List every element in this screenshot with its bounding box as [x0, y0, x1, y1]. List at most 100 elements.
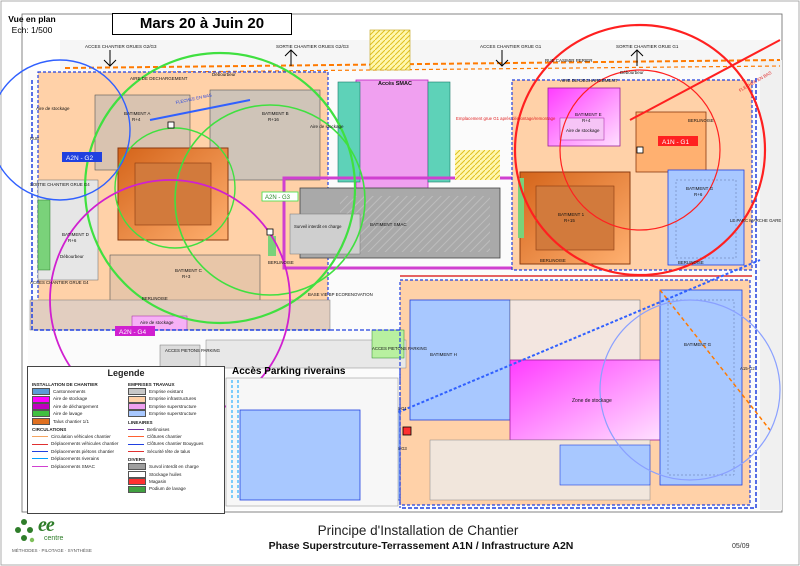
legend-swatch: [128, 451, 144, 453]
legend-item: Déplacements véhicules chantier: [32, 440, 124, 447]
label-debourbeur-north: Débourbeur: [212, 72, 236, 77]
label-sortie-chantier-g1: SORTIE CHANTIER GRUE G1: [616, 44, 679, 49]
legend-swatch: [32, 395, 50, 403]
label-acces-chantier-grues: ACCES CHANTIER GRUES G2/G3: [85, 44, 157, 49]
west-lower-strip: [29, 299, 331, 331]
view-label: Vue en plan: [8, 14, 56, 24]
legend-item-label: Berlinoises: [147, 426, 170, 432]
legend-swatch: [32, 436, 48, 438]
footer-subtitle: Phase Superstrcuture-Terrassement A1N / …: [268, 540, 574, 552]
parking-riverains-title: Accès Parking riverains: [232, 366, 346, 377]
label-sortie-g4: SORTIE CHANTIER GRUE G4: [30, 182, 90, 187]
label-batiment-a-level: R+4: [132, 117, 141, 122]
legend-item-label: Cantonnements: [53, 389, 86, 394]
legend-item: Aire de stockage: [32, 395, 124, 403]
south-east-grid: [667, 299, 735, 476]
legend-item: Talus chantier 1/1: [32, 417, 124, 425]
legend-swatch: [32, 410, 50, 418]
plan-view-header: Vue en plan Ech: 1/500: [8, 14, 56, 36]
label-crane-g3: A2N - G3: [265, 195, 291, 201]
fence-east: [400, 78, 757, 509]
legend-item-label: Emprise superstructure: [149, 411, 197, 417]
legend-item-label: Sécurité tête de talus: [147, 448, 191, 454]
label-batiment-c: BATIMENT C: [175, 268, 203, 273]
label-acces-pietons-west: ACCES PIETONS PARKING: [165, 348, 221, 353]
legend-item: Déplacements riverains: [32, 455, 124, 462]
green-wash-bay-west: [37, 199, 51, 271]
legend-item-label: Déplacements SMAC: [51, 463, 95, 469]
legend-item: Déplacements SMAC: [32, 463, 124, 470]
legend-item: Emprise superstructure: [128, 410, 222, 418]
label-berlinoise-south: BERLINOISE: [678, 260, 704, 265]
zone-stockage: [509, 359, 661, 441]
legend-item: Podium de lavage: [128, 485, 222, 493]
label-zone-stockage: Zone de stockage: [572, 398, 612, 404]
crane-boom-west: [149, 99, 251, 121]
legend-item-label: Emprise infrastructures: [149, 396, 197, 402]
legend-title: Legende: [107, 368, 145, 378]
legend-heading-emprises: EMPRISES TRAVAUX: [128, 382, 175, 387]
logo-subtitle: centre: [44, 535, 64, 542]
legend-item-label: Clôtures chantier: [147, 433, 182, 439]
legend-heading-installation: INSTALLATION DE CHANTIER: [32, 382, 98, 387]
label-acces-pietons-central: ACCES PIETONS PARKING: [372, 346, 428, 351]
legend-item: Emprise existant: [128, 388, 222, 396]
legend-swatch: [32, 458, 48, 460]
crane-boom-south: [379, 259, 761, 421]
crane-g2-inner: [114, 127, 236, 249]
label-acces-chantier-g1: ACCES CHANTIER GRUE G1: [480, 44, 542, 49]
crane-a15-radius: [599, 299, 781, 481]
period-title: Mars 20 à Juin 20: [112, 13, 292, 35]
label-berlinoise-central: BERLINOISE: [268, 260, 294, 265]
footer-title: Principe d'Installation de Chantier: [317, 523, 519, 538]
label-berlinoise-se: BERLINOISE: [688, 118, 714, 123]
label-rue-perier: RUE CASIMIR PERIER: [545, 58, 593, 63]
logo-tagline: MÉTHODES · PILOTAGE · SYNTHÈSE: [12, 548, 92, 553]
legend-swatch: [128, 478, 146, 486]
batiment-g-footprint: [667, 169, 745, 266]
legend-swatch: [32, 443, 48, 445]
legend-item: Clôtures chantier: [128, 433, 222, 440]
smac-cabins-right: [427, 81, 451, 183]
legend-item-label: Clôtures chantier Bouygues: [147, 441, 204, 447]
legend-swatch: [128, 436, 144, 438]
legend-swatch: [128, 410, 146, 418]
legend-item-label: Talus chantier 1/1: [53, 418, 90, 424]
crane-g3-radius: [174, 104, 366, 296]
legend-swatch: [32, 417, 50, 425]
legend-item-label: Aire de lavage: [53, 411, 83, 417]
label-crane-g4: A2N - G4: [119, 329, 146, 336]
legend-item-label: Déplacements riverains: [51, 456, 99, 462]
legend-swatch: [32, 388, 50, 396]
legend-heading-divers: DIVERS: [128, 457, 146, 463]
legend-item-label: Aire de stockage: [53, 396, 88, 402]
ee-centre-logo-icon: [15, 519, 35, 543]
legend-item: Emprise superstructure: [128, 403, 222, 411]
scale-label: Ech: 1/500: [11, 25, 53, 35]
label-a15-g1: A15-G1: [392, 406, 407, 411]
label-berlinoise-east: BERLINOISE: [540, 258, 566, 263]
label-rue-left: RUE: [30, 136, 39, 141]
green-strip-north: [268, 236, 276, 256]
access-arrows-north: [103, 49, 644, 67]
orange-route-east: [659, 289, 771, 431]
red-safety-east: [629, 39, 781, 121]
crane-markers: [167, 121, 644, 436]
label-batiment-e-level: R+4: [582, 118, 591, 123]
label-batiment-h: BATIMENT H: [430, 352, 457, 357]
legend-item: Magasin: [128, 478, 222, 486]
legend-item-label: Aire de déchargement: [53, 403, 99, 409]
legend-item-label: Magasin: [149, 478, 167, 484]
label-aire-stockage-west: Aire de stockage: [36, 106, 70, 111]
crane-label-g4-box: [115, 326, 155, 336]
label-base-vie: BASE VIE BP ECORENOVATION: [308, 292, 373, 297]
legend-item: Déplacements piétons chantier: [32, 448, 124, 455]
label-aire-dechargement-west: AIRE DE DECHARGEMENT: [130, 76, 188, 81]
batiment-g-grid: [675, 179, 737, 259]
label-batiment-k: BATIMENT G: [684, 342, 712, 347]
crane-g1-radius: [513, 23, 767, 277]
legend-heading-circulations: CIRCULATIONS: [32, 426, 67, 432]
label-crane-g1: A1N - G1: [662, 139, 689, 146]
